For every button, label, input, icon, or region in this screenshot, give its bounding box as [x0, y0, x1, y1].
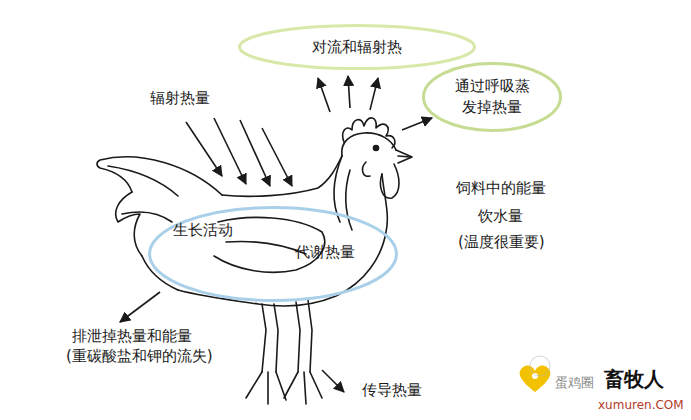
ellipse-outline: [422, 62, 562, 132]
output-label: 排泄掉热量和能量: [72, 326, 192, 347]
ellipse-outline: [148, 206, 398, 302]
heat-label-text: 传导热量: [362, 381, 422, 401]
note-label-text: (重碳酸盐和钾的流失): [66, 347, 213, 367]
ellipse-text: 通过呼吸蒸发掉热量: [449, 76, 535, 118]
ellipse-shape: [424, 64, 561, 131]
process-text: 生长活动: [158, 220, 248, 241]
watermark: 蛋鸡圈: [555, 372, 594, 392]
heat-label: 辐射热量: [150, 88, 210, 109]
input-label-text: 饮水量: [478, 207, 523, 227]
watermark-text: xumuren.COM: [598, 398, 684, 414]
body-ellipse: 生长活动代谢热量: [148, 206, 398, 302]
input-label-text: 饲料中的能量: [456, 179, 546, 199]
process-text: 代谢热量: [280, 242, 370, 263]
output-label-text: 排泄掉热量和能量: [72, 327, 192, 347]
note-label: (温度很重要): [458, 232, 545, 253]
watermark: xumuren.COM: [598, 394, 684, 414]
input-label: 饲料中的能量: [456, 178, 546, 199]
input-label: 饮水量: [478, 206, 523, 227]
heat-label-text: 辐射热量: [150, 89, 210, 109]
ellipse-shape: [240, 26, 475, 69]
respiration-ellipse: 通过呼吸蒸发掉热量: [422, 62, 562, 132]
note-label: (重碳酸盐和钾的流失): [66, 346, 213, 367]
watermark-text: 蛋鸡圈: [555, 375, 594, 392]
heat-loss-ellipse: 对流和辐射热: [238, 24, 476, 70]
ellipse-text: 对流和辐射热: [262, 37, 452, 58]
ellipse-shape: [150, 208, 397, 301]
watermark-logo: [520, 356, 551, 392]
watermark: 畜牧人: [604, 366, 664, 392]
watermark-text: 畜牧人: [604, 366, 664, 392]
heat-label: 传导热量: [362, 380, 422, 401]
note-label-text: (温度很重要): [458, 233, 545, 253]
